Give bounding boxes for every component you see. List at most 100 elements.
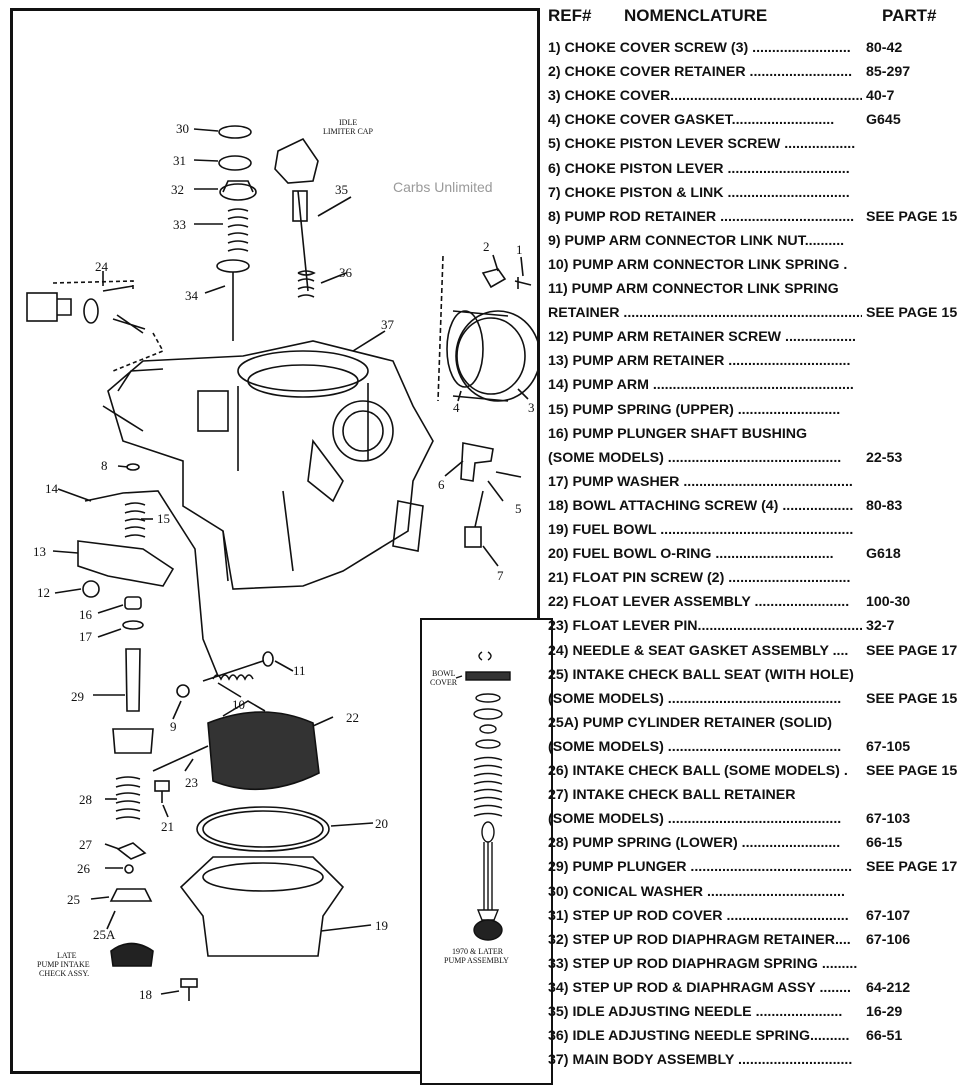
parts-list-row: 5) CHOKE PISTON LEVER SCREW ............… [548, 136, 968, 160]
parts-list-row: (SOME MODELS) ..........................… [548, 739, 968, 763]
part-number: SEE PAGE 15 [866, 208, 958, 225]
part-number: SEE PAGE 15 [866, 305, 958, 322]
callout-15: 15 [157, 511, 170, 526]
part-nomenclature: RETAINER ...............................… [548, 305, 862, 322]
part-number: 66-15 [866, 835, 903, 852]
callout-27: 27 [79, 837, 93, 852]
callout-30: 30 [176, 121, 189, 136]
callout-25a: 25A [93, 927, 116, 942]
exploded-diagram-panel: 30 31 32 33 34 35 36 37 24 2 1 3 4 5 6 7… [10, 8, 553, 1085]
parts-list-row: (SOME MODELS) ..........................… [548, 691, 968, 715]
part-nomenclature: 27) INTAKE CHECK BALL RETAINER [548, 787, 796, 804]
callout-9: 9 [170, 719, 177, 734]
part-nomenclature: 37) MAIN BODY ASSEMBLY .................… [548, 1052, 853, 1069]
part-nomenclature: (SOME MODELS) ..........................… [548, 449, 842, 466]
part-nomenclature: 18) BOWL ATTACHING SCREW (4) ...........… [548, 497, 854, 514]
part-nomenclature: 29) PUMP PLUNGER .......................… [548, 859, 853, 876]
parts-list-row: 37) MAIN BODY ASSEMBLY .................… [548, 1052, 968, 1076]
callout-10: 10 [232, 697, 245, 712]
part-number: 64-212 [866, 979, 911, 996]
part-nomenclature: 34) STEP UP ROD & DIAPHRAGM ASSY .......… [548, 979, 851, 996]
parts-list-row: 25A) PUMP CYLINDER RETAINER (SOLID) [548, 715, 968, 739]
idle-limiter-label-2: LIMITER CAP [323, 127, 374, 136]
parts-list-row: 7) CHOKE PISTON & LINK .................… [548, 185, 968, 209]
parts-list-row: (SOME MODELS) ..........................… [548, 811, 968, 835]
callout-34: 34 [185, 288, 199, 303]
parts-list-row: 12) PUMP ARM RETAINER SCREW ............… [548, 329, 968, 353]
part-nomenclature: 10) PUMP ARM CONNECTOR LINK SPRING . [548, 256, 848, 273]
parts-list-row: 1) CHOKE COVER SCREW (3) ...............… [548, 40, 968, 64]
part-nomenclature: 20) FUEL BOWL O-RING ...................… [548, 546, 834, 563]
part-nomenclature: 9) PUMP ARM CONNECTOR LINK NUT.......... [548, 232, 845, 249]
parts-list-row: 6) CHOKE PISTON LEVER ..................… [548, 161, 968, 185]
callout-17: 17 [79, 629, 93, 644]
part-nomenclature: 8) PUMP ROD RETAINER ...................… [548, 208, 855, 225]
callout-29: 29 [71, 689, 84, 704]
part-nomenclature: 12) PUMP ARM RETAINER SCREW ............… [548, 329, 856, 346]
parts-list-row: RETAINER ...............................… [548, 305, 968, 329]
part-nomenclature: 19) FUEL BOWL ..........................… [548, 522, 854, 538]
part-nomenclature: 5) CHOKE PISTON LEVER SCREW ............… [548, 136, 856, 153]
part-nomenclature: 14) PUMP ARM ...........................… [548, 377, 854, 394]
part-nomenclature: 22) FLOAT LEVER ASSEMBLY ...............… [548, 594, 850, 611]
parts-list-row: 25) INTAKE CHECK BALL SEAT (WITH HOLE) [548, 667, 968, 691]
parts-list-row: 24) NEEDLE & SEAT GASKET ASSEMBLY ....SE… [548, 643, 968, 667]
pump-assembly-drawing: BOWL COVER 1970 & LATER PUMP ASSEMBLY [430, 651, 511, 965]
callout-16: 16 [79, 607, 93, 622]
callout-11: 11 [293, 663, 306, 678]
parts-list-row: 4) CHOKE COVER GASKET...................… [548, 112, 968, 136]
part-nomenclature: 2) CHOKE COVER RETAINER ................… [548, 64, 853, 81]
callout-3: 3 [528, 400, 535, 415]
callout-19: 19 [375, 918, 388, 933]
parts-list-row: 29) PUMP PLUNGER .......................… [548, 859, 968, 883]
callout-37: 37 [381, 317, 395, 332]
part-nomenclature: 30) CONICAL WASHER .....................… [548, 883, 845, 900]
part-nomenclature: 13) PUMP ARM RETAINER ..................… [548, 353, 851, 370]
late-pump-label-2: PUMP INTAKE [37, 960, 90, 969]
part-nomenclature: 17) PUMP WASHER ........................… [548, 473, 853, 490]
parts-list-row: 21) FLOAT PIN SCREW (2) ................… [548, 570, 968, 594]
parts-list-row: 18) BOWL ATTACHING SCREW (4) ...........… [548, 498, 968, 522]
callout-18: 18 [139, 987, 152, 1002]
parts-list-row: (SOME MODELS) ..........................… [548, 450, 968, 474]
callout-5: 5 [515, 501, 522, 516]
carburetor-exploded-view: 30 31 32 33 34 35 36 37 24 2 1 3 4 5 6 7… [26, 118, 537, 1002]
part-nomenclature: 25A) PUMP CYLINDER RETAINER (SOLID) [548, 714, 833, 731]
main-body-drawing [107, 340, 434, 590]
parts-list-row: 8) PUMP ROD RETAINER ...................… [548, 209, 968, 233]
callout-32: 32 [171, 182, 184, 197]
part-number: 32-7 [866, 618, 895, 635]
part-nomenclature: 23) FLOAT LEVER PIN.....................… [548, 618, 862, 635]
part-number: 80-83 [866, 497, 903, 514]
part-number: 67-107 [866, 907, 911, 924]
parts-list-row: 19) FUEL BOWL ..........................… [548, 522, 968, 546]
parts-list-row: 27) INTAKE CHECK BALL RETAINER [548, 787, 968, 811]
part-nomenclature: 25) INTAKE CHECK BALL SEAT (WITH HOLE) [548, 666, 854, 683]
callout-28: 28 [79, 792, 92, 807]
parts-list-row: 2) CHOKE COVER RETAINER ................… [548, 64, 968, 88]
bowl-cover-label-1: BOWL [432, 669, 456, 678]
part-nomenclature: 36) IDLE ADJUSTING NEEDLE SPRING........… [548, 1028, 850, 1045]
parts-list-row: 9) PUMP ARM CONNECTOR LINK NUT.......... [548, 233, 968, 257]
part-number: SEE PAGE 17 [866, 642, 958, 659]
parts-list-row: 30) CONICAL WASHER .....................… [548, 884, 968, 908]
part-number: 67-103 [866, 811, 911, 828]
part-nomenclature: 33) STEP UP ROD DIAPHRAGM SPRING .......… [548, 955, 858, 972]
parts-list-row: 20) FUEL BOWL O-RING ...................… [548, 546, 968, 570]
part-nomenclature: 16) PUMP PLUNGER SHAFT BUSHING [548, 425, 808, 442]
parts-list-row: 33) STEP UP ROD DIAPHRAGM SPRING .......… [548, 956, 968, 980]
parts-list-row: 22) FLOAT LEVER ASSEMBLY ...............… [548, 594, 968, 618]
part-nomenclature: 35) IDLE ADJUSTING NEEDLE ..............… [548, 1004, 843, 1020]
part-nomenclature: 7) CHOKE PISTON & LINK .................… [548, 184, 850, 201]
part-number: SEE PAGE 15 [866, 763, 958, 779]
callout-8: 8 [101, 458, 108, 473]
callout-6: 6 [438, 477, 445, 492]
part-nomenclature: 31) STEP UP ROD COVER ..................… [548, 907, 849, 924]
part-nomenclature: (SOME MODELS) ..........................… [548, 811, 842, 828]
part-nomenclature: (SOME MODELS) ..........................… [548, 690, 842, 707]
part-nomenclature: 26) INTAKE CHECK BALL (SOME MODELS) . [548, 763, 848, 779]
part-column-header: PART# [882, 6, 937, 25]
part-nomenclature: 11) PUMP ARM CONNECTOR LINK SPRING [548, 281, 839, 297]
callout-35: 35 [335, 182, 348, 197]
parts-list-row: 17) PUMP WASHER ........................… [548, 474, 968, 498]
